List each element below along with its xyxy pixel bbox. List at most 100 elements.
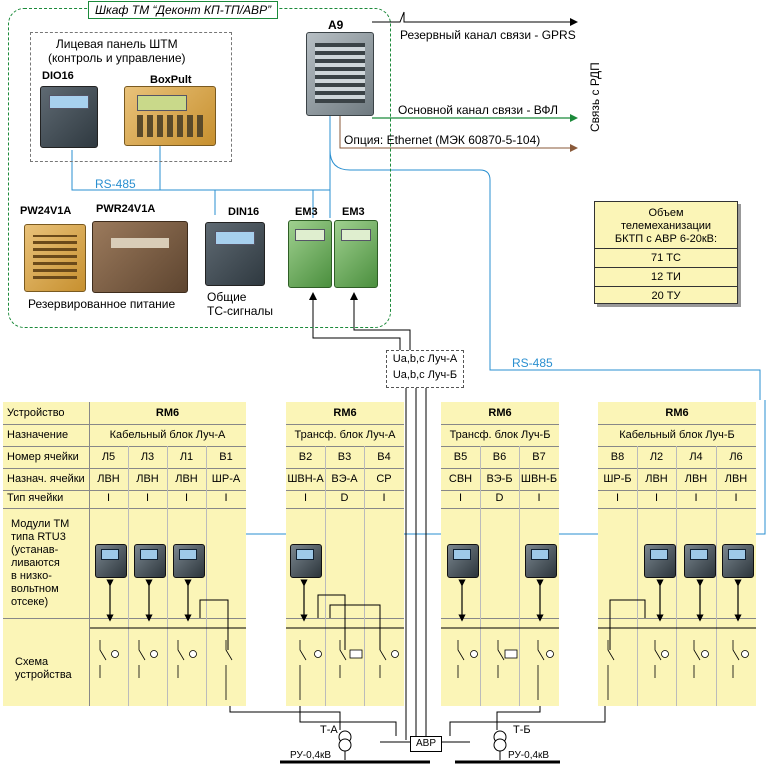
tm-volume-title: Объем телемеханизации БКТП с АВР 6-20кВ: — [614, 207, 718, 245]
rtu3-module[interactable] — [173, 544, 205, 578]
tm-volume-ts: 71 ТС — [595, 248, 737, 267]
boxpult-panel[interactable] — [124, 86, 216, 146]
rs485-label-2: RS-485 — [512, 356, 553, 370]
p4-c1-no: В8 — [610, 451, 625, 463]
rtu3-module[interactable] — [644, 544, 676, 578]
p1-c4-no: В1 — [219, 451, 233, 463]
p4-c3-no: Л4 — [689, 451, 703, 463]
p2-c1-purpose: ШВН-А — [287, 473, 324, 485]
cabinet-title: Шкаф ТМ “Деконт КП-ТП/АВР” — [88, 1, 279, 19]
ru-left-label: РУ-0,4кВ — [290, 750, 332, 761]
row-label-cell-type: Тип ячейки — [7, 492, 64, 504]
row-label-modules: Модули ТМ типа RTU3 (устанав- ливаются в… — [11, 518, 70, 608]
em3-meter-2[interactable] — [334, 220, 378, 288]
rs485-label: RS-485 — [95, 177, 136, 191]
rtu3-module[interactable] — [447, 544, 479, 578]
p4-c1-purpose: ШР-Б — [603, 473, 632, 485]
pw24v1a-label: PW24V1A — [20, 205, 72, 217]
p1-c4-purpose: ШР-А — [211, 473, 241, 485]
panel-4-purpose: Кабельный блок Луч-Б — [619, 429, 735, 441]
a9-label: A9 — [328, 18, 344, 32]
p4-c3-type: I — [694, 492, 698, 504]
p3-c3-purpose: ШВН-Б — [520, 473, 558, 485]
pw24v1a-supply[interactable] — [24, 224, 86, 292]
p4-c1-type: I — [615, 492, 620, 504]
tm-volume-box: Объем телемеханизации БКТП с АВР 6-20кВ:… — [594, 201, 738, 304]
p4-c3-purpose: ЛВН — [684, 473, 708, 485]
transformer-b-label: Т-Б — [513, 724, 531, 736]
p1-c1-purpose: ЛВН — [97, 473, 120, 485]
rtu3-module[interactable] — [134, 544, 166, 578]
p3-c2-type: D — [495, 492, 504, 504]
p4-c4-type: I — [734, 492, 738, 504]
row-label-cell-no: Номер ячейки — [7, 451, 79, 463]
pwr24v1a-label: PWR24V1A — [96, 203, 156, 215]
p1-c2-purpose: ЛВН — [136, 473, 159, 485]
em3-label-2: EM3 — [342, 206, 365, 218]
din16-module[interactable] — [205, 222, 265, 286]
p2-c2-type: D — [340, 492, 349, 504]
row-label-device: Устройство — [7, 407, 65, 419]
em3-label-1: EM3 — [295, 206, 318, 218]
p4-c2-type: I — [654, 492, 659, 504]
dio16-module[interactable] — [40, 86, 98, 148]
ethernet-option-label: Опция: Ethernet (МЭК 60870-5-104) — [344, 133, 541, 147]
voltage-inputs-text: Ua,b,c Луч-А Ua,b,c Луч-Б — [392, 353, 458, 381]
p2-c2-purpose: ВЭ-А — [331, 473, 358, 485]
panel-1-device: RM6 — [155, 407, 180, 419]
rtu3-module[interactable] — [684, 544, 716, 578]
p1-c3-type: I — [184, 492, 189, 504]
p4-c2-no: Л2 — [649, 451, 664, 463]
panel-4-device: RM6 — [665, 407, 689, 419]
p1-c2-no: Л3 — [140, 451, 155, 463]
panel-2-device: RM6 — [333, 407, 357, 419]
panel-transformer-block-a: RM6 Трансф. блок Луч-А В2 В3 В4 ШВН-А ВЭ… — [286, 402, 404, 706]
row-label-purpose: Назначение — [7, 429, 69, 441]
tm-volume-ti: 12 ТИ — [595, 267, 737, 286]
em3-meter-1[interactable] — [288, 220, 332, 288]
p2-c3-no: В4 — [377, 451, 391, 463]
gprs-channel-label: Резервный канал связи - GPRS — [400, 28, 576, 42]
p4-c2-purpose: ЛВН — [645, 473, 668, 485]
p3-c3-no: В7 — [532, 451, 546, 463]
p1-c1-type: I — [106, 492, 111, 504]
p2-c2-no: В3 — [337, 451, 352, 463]
p2-c3-purpose: СР — [376, 473, 392, 485]
panel-cable-block-a: Устройство Назначение Номер ячейки Назна… — [3, 402, 246, 706]
panel-2-purpose: Трансф. блок Луч-А — [294, 429, 396, 441]
rtu3-module[interactable] — [290, 544, 322, 578]
p3-c1-purpose: СВН — [448, 473, 473, 485]
ru-right-label: РУ-0,4кВ — [508, 750, 550, 761]
p3-c1-type: I — [458, 492, 463, 504]
tm-volume-tu: 20 ТУ — [595, 286, 737, 305]
face-panel-frame — [30, 32, 232, 162]
panel-transformer-block-b: RM6 Трансф. блок Луч-Б В5 В6 В7 СВН ВЭ-Б… — [441, 402, 559, 706]
p4-c4-purpose: ЛВН — [724, 473, 748, 485]
p3-c2-no: В6 — [492, 451, 507, 463]
p3-c3-type: I — [537, 492, 541, 504]
p2-c1-no: В2 — [298, 451, 313, 463]
p1-c2-type: I — [145, 492, 150, 504]
p4-c4-no: Л6 — [729, 451, 743, 463]
boxpult-label: BoxPult — [150, 74, 192, 86]
pwr24v1a-supply[interactable] — [92, 221, 188, 293]
vfl-channel-label: Основной канал связи - ВФЛ — [398, 103, 558, 117]
rtu3-module[interactable] — [722, 544, 754, 578]
p3-c2-purpose: ВЭ-Б — [486, 473, 513, 485]
p2-c3-type: I — [382, 492, 386, 504]
a9-controller[interactable] — [306, 32, 374, 116]
panel-cable-block-b: RM6 Кабельный блок Луч-Б В8 Л2 Л4 Л6 ШР-… — [598, 402, 756, 706]
panel-1-purpose: Кабельный блок Луч-А — [109, 429, 226, 441]
din16-label: DIN16 — [228, 206, 260, 218]
panel-3-device: RM6 — [488, 407, 512, 419]
rtu3-module[interactable] — [525, 544, 557, 578]
rtu3-module[interactable] — [95, 544, 127, 578]
p3-c1-no: В5 — [453, 451, 468, 463]
p2-c1-type: I — [303, 492, 308, 504]
row-label-cell-purpose: Назнач. ячейки — [7, 473, 85, 485]
p1-c4-type: I — [224, 492, 228, 504]
voltage-inputs-box: Ua,b,c Луч-А Ua,b,c Луч-Б — [386, 350, 464, 388]
dio16-label: DIO16 — [42, 70, 74, 82]
